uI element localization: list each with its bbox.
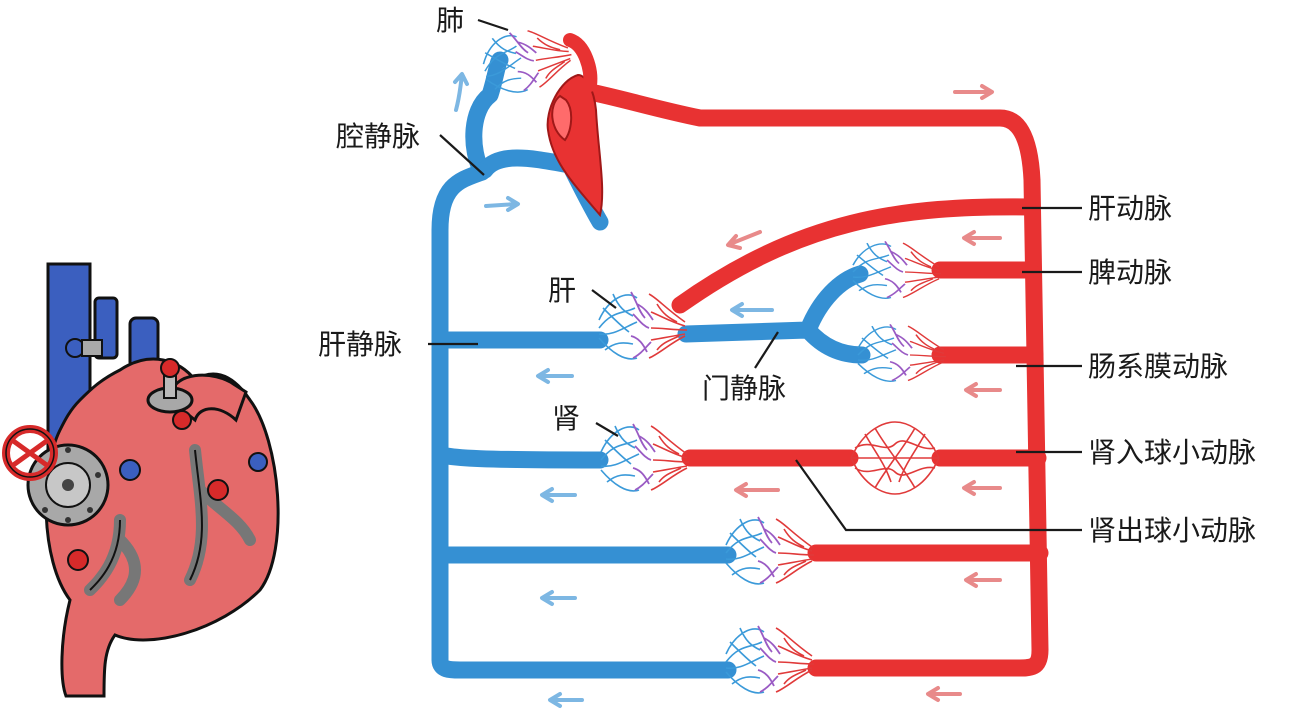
flow-arrow-icon [484, 196, 520, 212]
flow-arrow-icon [962, 230, 1002, 246]
leader-lines [428, 18, 1082, 532]
flow-arrow-icon [926, 686, 962, 702]
flow-arrow-icon [730, 302, 774, 318]
tissue-capillary-icon [724, 512, 816, 594]
flow-arrow-icon [540, 590, 577, 606]
artery-network [546, 33, 1049, 677]
flow-arrow-icon [536, 368, 574, 384]
flow-arrow-icon [962, 480, 1002, 496]
lung-label: 肺 [436, 4, 464, 37]
portal-vein-label: 门静脉 [702, 372, 786, 405]
flow-arrow-icon [734, 482, 780, 498]
glomerulus-capillary-icon [850, 421, 940, 495]
tissue-capillary-icon-2 [724, 621, 816, 703]
flow-arrow-icon [726, 230, 762, 250]
flow-arrow-icon [964, 382, 1002, 398]
flow-arrow-icon [953, 84, 994, 100]
flow-arrow-icon [964, 572, 1002, 588]
vein-network [431, 51, 871, 679]
flow-arrow-icon [453, 72, 469, 112]
afferent-arteriole-label: 肾入球小动脉 [1088, 436, 1256, 469]
liver-label: 肝 [548, 274, 576, 307]
flow-arrows [453, 72, 1002, 708]
kidney-label: 肾 [552, 402, 580, 435]
hepatic-vein-label: 肝静脉 [318, 328, 402, 361]
hepatic-artery-label: 肝动脉 [1088, 192, 1172, 225]
flow-arrow-icon [540, 487, 577, 503]
vena-cava-label: 腔静脉 [336, 120, 420, 153]
flow-arrow-icon [548, 692, 584, 708]
efferent-arteriole-label: 肾出球小动脉 [1088, 514, 1256, 547]
heart-illustration [2, 262, 280, 698]
labels: 肺 腔静脉 肝动脉 脾动脉 肝 肝静脉 肠系膜动脉 门静脉 肾 肾入球小动脉 肾… [318, 4, 1256, 547]
mesenteric-artery-label: 肠系膜动脉 [1088, 350, 1228, 383]
kidney-capillary-icon [599, 419, 691, 501]
splenic-artery-label: 脾动脉 [1088, 256, 1172, 289]
